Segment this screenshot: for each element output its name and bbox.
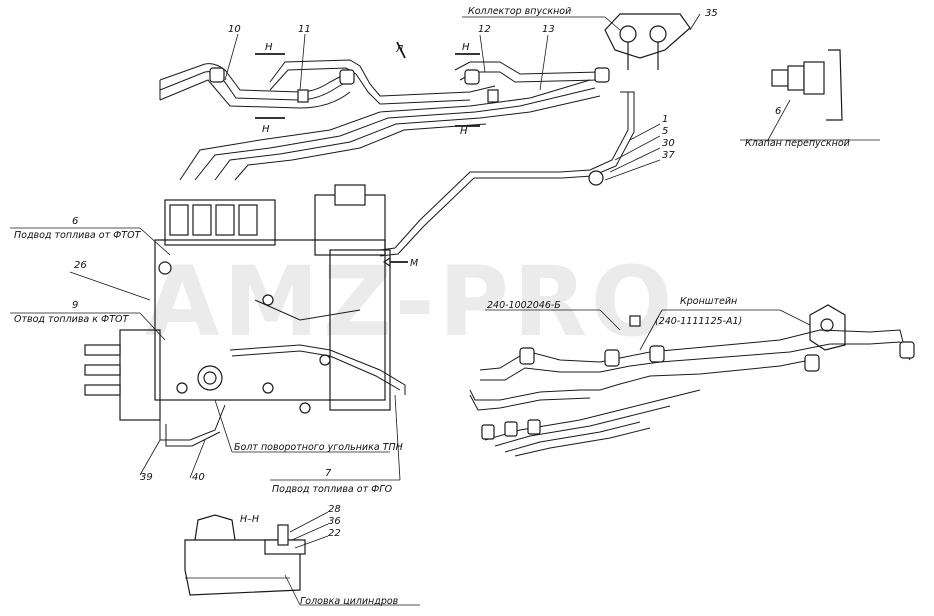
label-part-number-2: (240-1111125-А1): [655, 316, 742, 327]
callout-13: 13: [542, 24, 555, 35]
callout-5: 5: [662, 126, 668, 137]
callout-37: 37: [662, 150, 675, 161]
label-bracket: Кронштейн: [680, 296, 737, 307]
callout-10: 10: [228, 24, 241, 35]
label-fuel-in-fgo: Подвод топлива от ФГО: [272, 484, 393, 495]
callout-22: 22: [328, 528, 341, 539]
label-cylinder-head: Головка цилиндров: [300, 596, 399, 607]
section-mark-h3: Н: [462, 42, 470, 53]
callout-30: 30: [662, 138, 675, 149]
callout-6-pump: 6: [72, 216, 78, 227]
label-section-hh: Н–Н: [240, 514, 259, 525]
label-collector: Коллектор впускной: [468, 6, 571, 17]
callout-1: 1: [662, 114, 668, 125]
fuel-lines-right: [469, 304, 915, 457]
callout-26: 26: [74, 260, 87, 271]
callout-36: 36: [328, 516, 341, 527]
label-part-number-1: 240-1002046-Б: [487, 300, 561, 311]
section-mark-h1: Н: [265, 42, 273, 53]
injection-pump: [84, 184, 406, 447]
section-hh: [184, 514, 306, 596]
text-labels: Коллектор впускной Клапан перепускной По…: [14, 6, 850, 607]
label-fuel-in-ftot: Подвод топлива от ФТОТ: [14, 230, 142, 241]
callout-39: 39: [140, 472, 153, 483]
watermark: AMZ-PRO: [145, 246, 676, 358]
callout-9: 9: [72, 300, 78, 311]
callout-7: 7: [325, 468, 332, 479]
callout-11: 11: [298, 24, 311, 35]
callout-35: 35: [705, 8, 718, 19]
callout-28: 28: [328, 504, 341, 515]
section-marks: [255, 41, 480, 127]
section-mark-h4: Н: [460, 126, 468, 137]
label-view-l: Л: [395, 44, 403, 55]
intake-collector: [604, 13, 691, 70]
label-view-m: М: [410, 258, 418, 269]
label-bolt: Болт поворотного угольника ТПН: [234, 442, 403, 453]
callout-6-valve: 6: [775, 106, 781, 117]
callout-12: 12: [478, 24, 491, 35]
fuel-lines-top: [159, 59, 635, 257]
leader-lines: [10, 13, 811, 606]
label-bypass-valve: Клапан перепускной: [745, 138, 850, 149]
label-fuel-out-ftot: Отвод топлива к ФТОТ: [14, 314, 129, 325]
callout-40: 40: [192, 472, 205, 483]
section-mark-h2: Н: [262, 124, 270, 135]
bypass-valve: [740, 49, 880, 141]
